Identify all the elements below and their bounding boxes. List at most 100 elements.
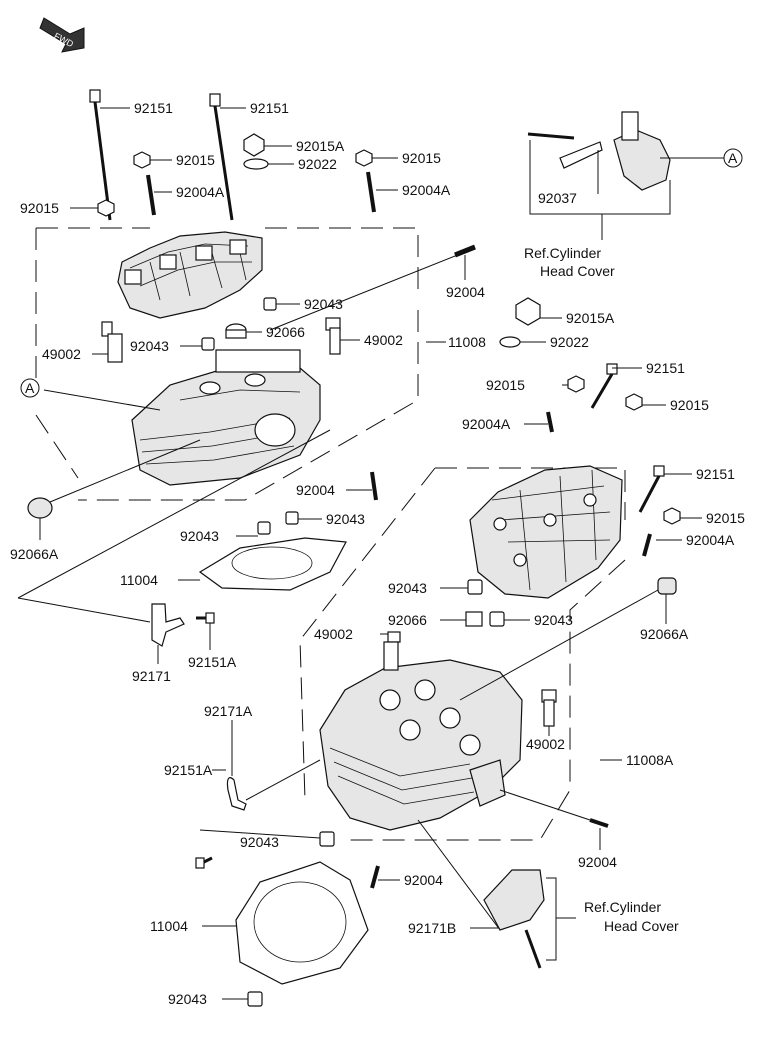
washer-92022-upper [243, 158, 269, 170]
label-92022-a: 92022 [298, 156, 337, 172]
label-92015A-a: 92015A [296, 138, 345, 154]
front-head-cover [117, 231, 263, 319]
label-49002-c: 49002 [314, 626, 353, 642]
label-92043-e: 92043 [388, 580, 427, 596]
label-92151-d: 92151 [696, 466, 735, 482]
label-92004A-d: 92004A [686, 532, 735, 548]
label-92004-a: 92004 [446, 284, 485, 300]
label-92043-f: 92043 [534, 612, 573, 628]
stud-92004A-upper-right [366, 171, 376, 213]
label-92015A-b: 92015A [566, 310, 615, 326]
callout-a-left: A [20, 378, 40, 398]
callouts [39, 107, 724, 1000]
ref-head-cover-top-2: Head Cover [540, 263, 615, 279]
label-92015-d: 92015 [486, 377, 525, 393]
label-49002-d: 49002 [526, 736, 565, 752]
stud-92004A-upper-left [146, 174, 156, 216]
gasket-11004-upper [198, 537, 347, 591]
bolt-92151-rear-a [590, 363, 618, 409]
dowel-92043-u2 [201, 337, 215, 351]
plug-92066A-upper [27, 497, 53, 519]
label-92043-b: 92043 [130, 338, 169, 354]
bracket-92171B [483, 869, 545, 969]
label-92066-a: 92066 [266, 324, 305, 340]
label-92043-c: 92043 [326, 511, 365, 527]
stud-92004A-rear-a [546, 411, 554, 433]
seal-92066-rear [465, 611, 483, 627]
nut-92015-rear-c [663, 507, 681, 525]
plug-92066A-rear [657, 577, 677, 595]
label-92171B: 92171B [408, 920, 456, 936]
label-92004-d: 92004 [404, 872, 443, 888]
hook-92171A [226, 777, 247, 811]
guide-49002-upper-left [101, 321, 123, 363]
rear-head-cover [469, 465, 623, 599]
nut-92015-a [133, 151, 151, 169]
dowel-92043-r2 [489, 611, 505, 627]
label-92043-h: 92043 [168, 991, 207, 1007]
nut-92015A-rear [515, 297, 541, 326]
assembly-outlines [35, 227, 626, 841]
fwd-arrow-icon: FWD [39, 17, 85, 53]
label-92171: 92171 [132, 668, 171, 684]
bracket-92171 [151, 603, 185, 647]
dowel-92043-r3 [319, 831, 335, 847]
label-92004A-c: 92004A [462, 416, 511, 432]
bolt-92151-upper-right [209, 93, 234, 221]
label-92004A-a: 92004A [176, 184, 225, 200]
rear-cylinder-head [319, 659, 523, 831]
label-92043-d: 92043 [180, 528, 219, 544]
label-92151-b: 92151 [250, 100, 289, 116]
nut-92015-b [97, 199, 115, 217]
seal-92066-upper [225, 323, 247, 339]
nut-92015-rear-a [567, 375, 585, 393]
label-92015-a: 92015 [176, 152, 215, 168]
ref-head-cover-bottom-1: Ref.Cylinder [584, 899, 661, 915]
label-49002-a: 49002 [364, 332, 403, 348]
label-92015-b: 92015 [402, 150, 441, 166]
label-92066-b: 92066 [388, 612, 427, 628]
stud-92004A-rear-b [642, 533, 652, 557]
guide-49002-upper-right [325, 317, 341, 355]
ref-head-cover-top-1: Ref.Cylinder [524, 245, 601, 261]
label-92151A-b: 92151A [164, 762, 213, 778]
label-11008A: 11008A [626, 752, 674, 768]
guide-49002-rear-left [383, 631, 401, 671]
nut-92015-c [355, 149, 373, 167]
dowel-92043-u1 [263, 297, 277, 311]
label-49002-b: 49002 [42, 346, 81, 362]
stud-92004-upper [454, 244, 476, 258]
label-92066A-a: 92066A [10, 546, 59, 562]
dowel-92043-r4 [247, 991, 263, 1007]
label-92015-c: 92015 [20, 200, 59, 216]
guide-49002-rear-right [541, 689, 557, 727]
label-92022-b: 92022 [550, 334, 589, 350]
ref-head-cover-bottom-2: Head Cover [604, 918, 679, 934]
label-92015-e: 92015 [670, 397, 709, 413]
dowel-92043-r1 [467, 579, 483, 595]
gasket-11004-lower [235, 861, 369, 985]
part-labels: 92151 92151 92015A 92015 92022 92015 920… [10, 100, 745, 1007]
stud-92004-rear [589, 818, 609, 828]
dowel-92043-u3 [257, 521, 271, 535]
label-92151-a: 92151 [134, 100, 173, 116]
label-92015-f: 92015 [706, 510, 745, 526]
label-92043-a: 92043 [304, 296, 343, 312]
dowel-92043-u4 [285, 511, 299, 525]
bolt-92151-rear-b [638, 465, 665, 513]
label-92171A: 92171A [204, 703, 253, 719]
stud-92004-rear-low [370, 865, 380, 889]
label-11004-a: 11004 [120, 572, 158, 588]
label-92004A-b: 92004A [402, 182, 451, 198]
label-92037: 92037 [538, 190, 577, 206]
label-92004-c: 92004 [578, 854, 617, 870]
callout-a-right: A [723, 148, 743, 168]
label-92151A-a: 92151A [188, 654, 237, 670]
bolt-92151A-upper [196, 612, 215, 624]
front-cylinder-head [131, 349, 321, 486]
washer-92022-rear [499, 336, 521, 348]
nut-92015-rear-b [625, 393, 643, 411]
label-11004-b: 11004 [150, 918, 188, 934]
head-cover-detail [527, 111, 671, 191]
